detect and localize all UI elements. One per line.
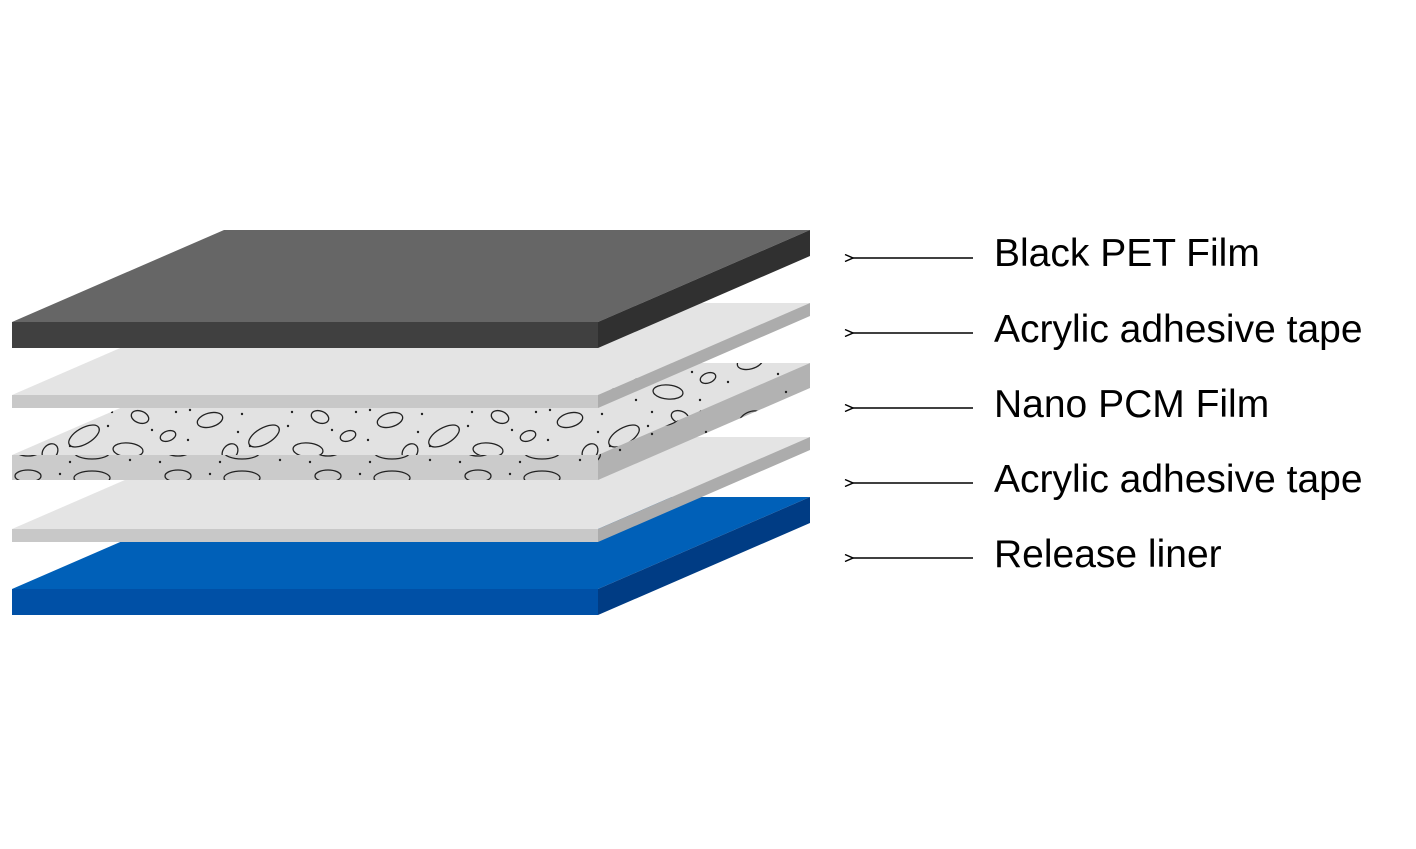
- layer-side-face: [598, 437, 810, 542]
- layer-front-face: [12, 529, 598, 542]
- layer-top-face: [12, 230, 810, 322]
- layer-black-pet-film: [12, 230, 810, 348]
- layer-front-face: [12, 395, 598, 408]
- layer-label-black-pet-film: Black PET Film: [994, 232, 1260, 275]
- layer-side-face: [598, 363, 810, 480]
- layer-side-face: [598, 303, 810, 408]
- layer-label-acrylic-adhesive-tape-upper: Acrylic adhesive tape: [994, 308, 1363, 351]
- layer-front-face: [12, 589, 598, 615]
- layer-side-face: [598, 230, 810, 348]
- layer-front-face: [12, 455, 598, 480]
- layer-label-nano-pcm-film: Nano PCM Film: [994, 383, 1270, 426]
- layer-label-release-liner: Release liner: [994, 533, 1222, 576]
- layer-side-face: [598, 497, 810, 615]
- layer-label-acrylic-adhesive-tape-lower: Acrylic adhesive tape: [994, 458, 1363, 501]
- layer-front-face: [12, 322, 598, 348]
